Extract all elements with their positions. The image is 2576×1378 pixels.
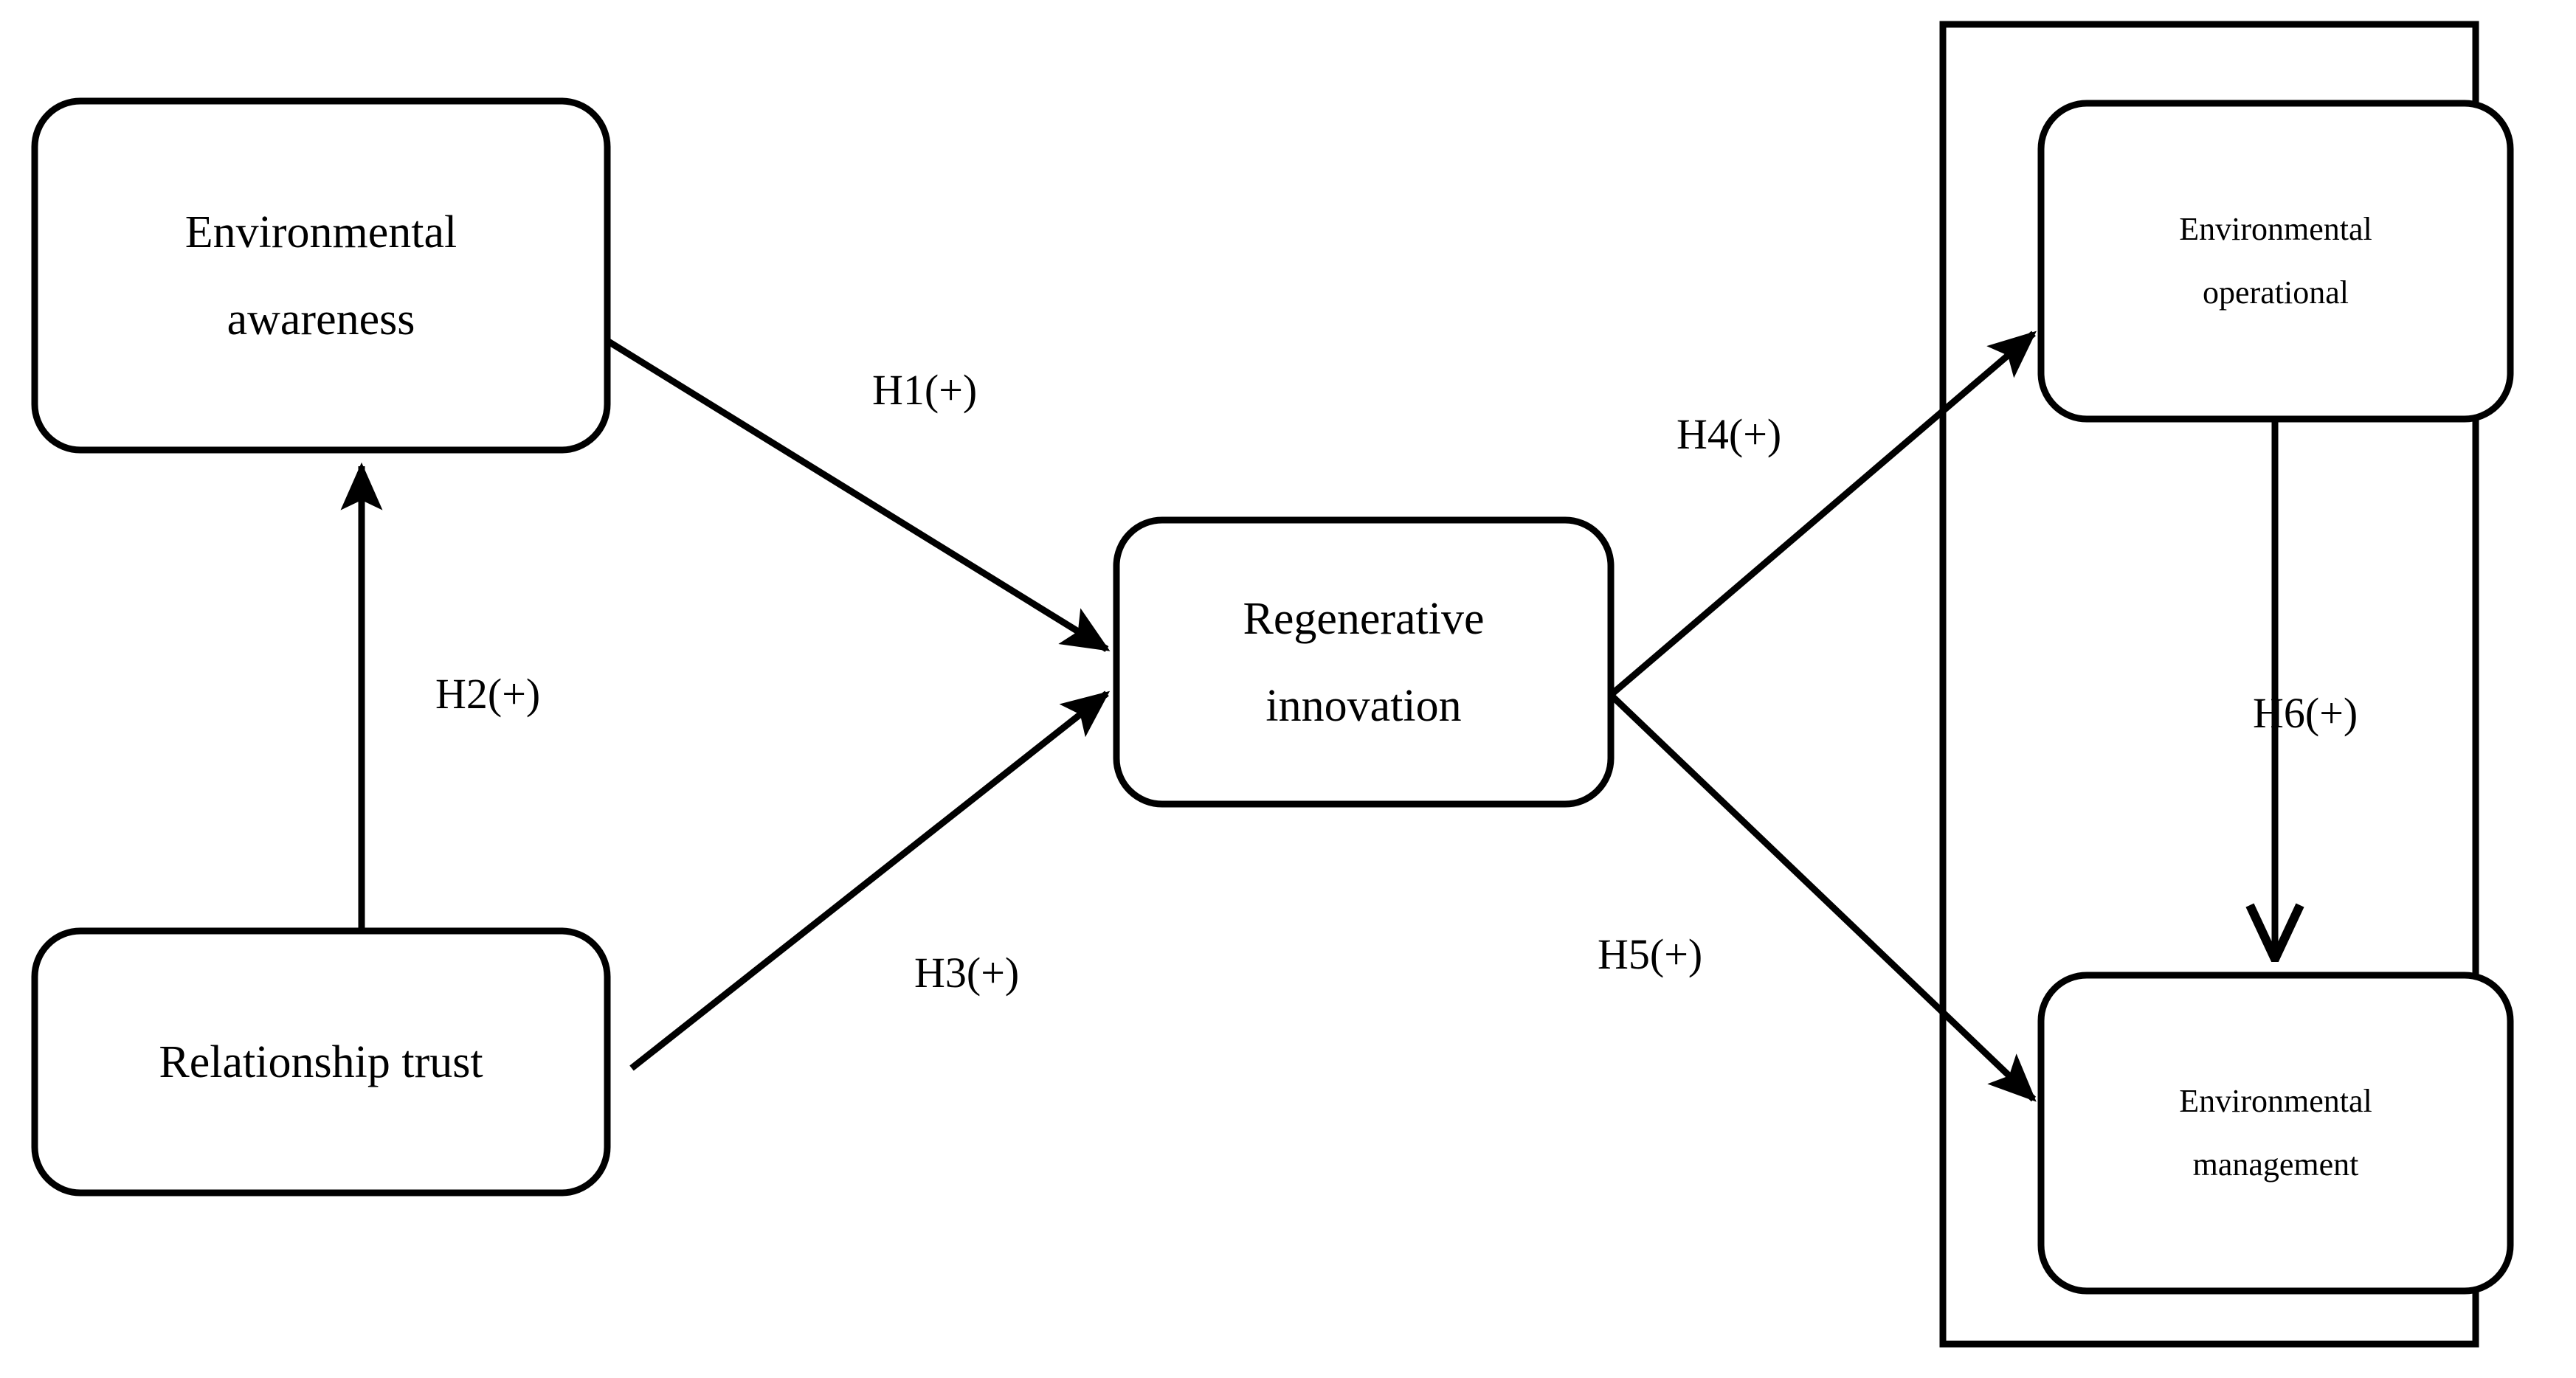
edge-h4-arrow [1609, 330, 2037, 698]
edge-h1-arrow [605, 338, 1111, 652]
node-relationship-trust-shape[interactable] [31, 927, 611, 1197]
edge-h6-label: H6(+) [2253, 689, 2358, 737]
node-regenerative-innovation-shape[interactable] [1113, 516, 1615, 808]
node-environmental-awareness-shape[interactable] [31, 97, 611, 454]
edge-h2-label: H2(+) [435, 670, 541, 718]
edge-h5-label: H5(+) [1598, 930, 1703, 978]
edge-h1-label: H1(+) [872, 366, 978, 414]
environmental-performance-group-box [1939, 21, 2479, 1348]
edge-h3-arrow [629, 690, 1111, 1071]
node-environmental-management-shape[interactable] [2037, 972, 2514, 1295]
edge-h3-label: H3(+) [914, 949, 1020, 997]
edge-h5-arrow [1608, 692, 2037, 1102]
node-environmental-operational-shape[interactable] [2037, 100, 2514, 423]
edge-h4-label: H4(+) [1677, 410, 1782, 458]
